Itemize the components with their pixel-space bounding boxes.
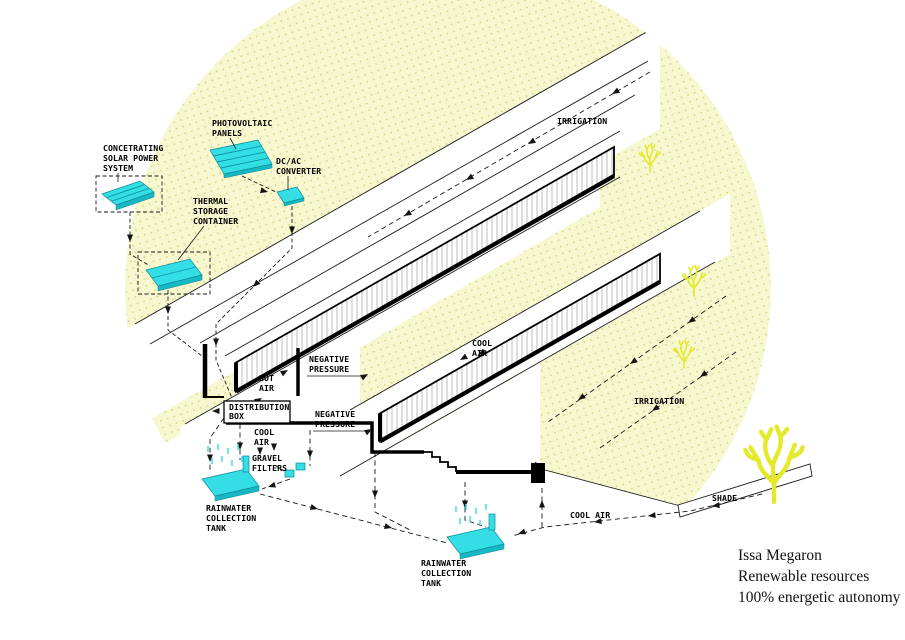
rainwater-transfer-line bbox=[259, 493, 448, 544]
csp-feed-line bbox=[129, 212, 151, 267]
label-leaders bbox=[117, 137, 367, 472]
label-hot-air-line1: HOT bbox=[259, 373, 274, 383]
terrace-band-upper bbox=[125, 25, 660, 465]
label-photovoltaic-line2: PANELS bbox=[212, 128, 242, 138]
label-irrigation-lower: IRRIGATION bbox=[634, 396, 684, 406]
concentrating-solar-panel-icon bbox=[101, 180, 155, 211]
label-distribution-box: DISTRIBUTION BOX bbox=[229, 402, 289, 421]
label-thermal: THERMAL STORAGE CONTAINER bbox=[193, 196, 238, 226]
label-negative-pressure-lower: NEGATIVE PRESSURE bbox=[315, 409, 355, 429]
label-distribution-box-line2: BOX bbox=[229, 411, 244, 421]
roof-slab-lower bbox=[378, 252, 662, 444]
label-dcac-line1: DC/AC bbox=[276, 156, 301, 166]
label-hot-air-line2: AIR bbox=[259, 383, 274, 393]
label-distribution-box-line1: DISTRIBUTION bbox=[229, 402, 289, 412]
equipment bbox=[101, 139, 505, 560]
label-rainwater-south-line3: TANK bbox=[421, 578, 441, 588]
cool-air-south-line bbox=[511, 493, 763, 537]
rainwater-tank-south-icon bbox=[446, 504, 505, 560]
gravel-to-tank-line bbox=[261, 478, 291, 490]
labels: CONCETRATING SOLAR POWER SYSTEM PHOTOVOL… bbox=[103, 116, 737, 588]
label-rainwater-west: RAINWATER COLLECTION TANK bbox=[206, 503, 256, 533]
label-gravel-filters-line1: GRAVEL bbox=[252, 453, 282, 463]
stairs bbox=[424, 451, 457, 472]
label-negative-pressure-lower-line1: NEGATIVE bbox=[315, 409, 355, 419]
dcac-converter-icon bbox=[276, 186, 305, 207]
label-rainwater-south-line2: COLLECTION bbox=[421, 568, 471, 578]
label-thermal-line1: THERMAL bbox=[193, 196, 228, 206]
label-negative-pressure-upper-line1: NEGATIVE bbox=[309, 354, 349, 364]
thermal-storage-icon bbox=[145, 258, 203, 292]
label-gravel-filters-line2: FILTERS bbox=[252, 463, 287, 473]
rain-drops-icon bbox=[455, 504, 491, 526]
gravel-filter-icon bbox=[284, 462, 306, 478]
label-csp-line1: CONCETRATING bbox=[103, 143, 163, 153]
label-negative-pressure-upper-line2: PRESSURE bbox=[309, 364, 349, 374]
label-dcac: DC/AC CONVERTER bbox=[276, 156, 321, 176]
label-cool-air-core-line2: AIR bbox=[472, 348, 487, 358]
project-subtitle: Renewable resources bbox=[738, 568, 869, 585]
label-csp: CONCETRATING SOLAR POWER SYSTEM bbox=[103, 143, 163, 173]
converter-to-distribution-line bbox=[215, 206, 293, 399]
label-dcac-line2: CONVERTER bbox=[276, 166, 321, 176]
label-rainwater-west-line2: COLLECTION bbox=[206, 513, 256, 523]
csp-dashed-outline bbox=[95, 175, 163, 213]
foreground-west bbox=[125, 332, 360, 611]
label-csp-line3: SYSTEM bbox=[103, 163, 133, 173]
label-thermal-line3: CONTAINER bbox=[193, 216, 238, 226]
section-profile bbox=[202, 344, 545, 483]
thermal-feed-line bbox=[167, 290, 203, 357]
label-rainwater-south: RAINWATER COLLECTION TANK bbox=[421, 558, 471, 588]
label-rainwater-south-line1: RAINWATER bbox=[421, 558, 466, 568]
label-cool-air-west-line2: AIR bbox=[254, 437, 269, 447]
flow-lines bbox=[95, 71, 763, 544]
distribution-box-outline bbox=[223, 400, 291, 424]
irrigation-lower-line-a bbox=[547, 295, 727, 423]
label-irrigation-upper: IRRIGATION bbox=[557, 116, 607, 126]
label-csp-line2: SOLAR POWER bbox=[103, 153, 158, 163]
label-thermal-line2: STORAGE bbox=[193, 206, 228, 216]
label-hot-air: HOT AIR bbox=[259, 373, 274, 393]
title-block: Issa Megaron Renewable resources 100% en… bbox=[738, 547, 901, 606]
photovoltaic-panel-icon bbox=[209, 139, 273, 179]
rain-drops-icon bbox=[207, 444, 243, 466]
label-cool-air-core-line1: COOL bbox=[472, 338, 492, 348]
irrigation-lower-line-b bbox=[599, 351, 737, 449]
drain-line-b bbox=[464, 482, 487, 528]
label-photovoltaic: PHOTOVOLTAIC PANELS bbox=[212, 118, 272, 138]
label-cool-air-west-line1: COOL bbox=[254, 427, 274, 437]
project-tagline: 100% energetic autonomy bbox=[738, 589, 901, 606]
label-negative-pressure-lower-line2: PRESSURE bbox=[315, 419, 355, 429]
project-title: Issa Megaron bbox=[738, 547, 822, 564]
rainwater-tank-west-icon bbox=[201, 444, 260, 502]
thermal-dashed-outline bbox=[137, 251, 211, 295]
foreground-center bbox=[345, 363, 540, 611]
label-negative-pressure-upper: NEGATIVE PRESSURE bbox=[309, 354, 349, 374]
label-photovoltaic-line1: PHOTOVOLTAIC bbox=[212, 118, 272, 128]
label-rainwater-west-line3: TANK bbox=[206, 523, 226, 533]
label-cool-air-west: COOL AIR bbox=[254, 427, 274, 447]
label-rainwater-west-line1: RAINWATER bbox=[206, 503, 251, 513]
foreground-south bbox=[535, 462, 771, 611]
label-gravel-filters: GRAVEL FILTERS bbox=[252, 453, 287, 473]
label-shade: SHADE bbox=[712, 493, 737, 503]
irrigation-upper-line bbox=[367, 71, 651, 238]
label-cool-air-south: COOL AIR bbox=[570, 510, 610, 520]
label-cool-air-core: COOL AIR bbox=[472, 338, 492, 358]
drain-line-a bbox=[374, 452, 413, 532]
